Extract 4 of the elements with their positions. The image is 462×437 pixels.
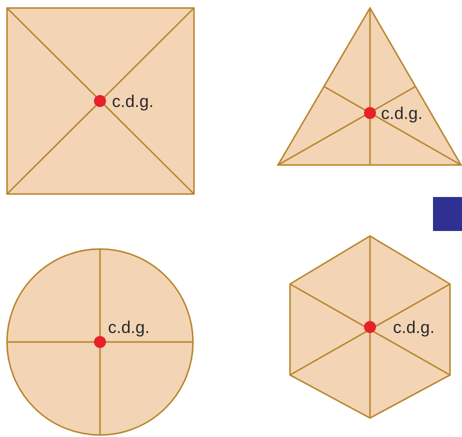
center-of-gravity-label: c.d.g. bbox=[393, 319, 435, 336]
center-of-gravity-label: c.d.g. bbox=[381, 105, 423, 122]
center-of-gravity-label: c.d.g. bbox=[112, 93, 154, 110]
center-of-gravity-label: c.d.g. bbox=[108, 319, 150, 336]
